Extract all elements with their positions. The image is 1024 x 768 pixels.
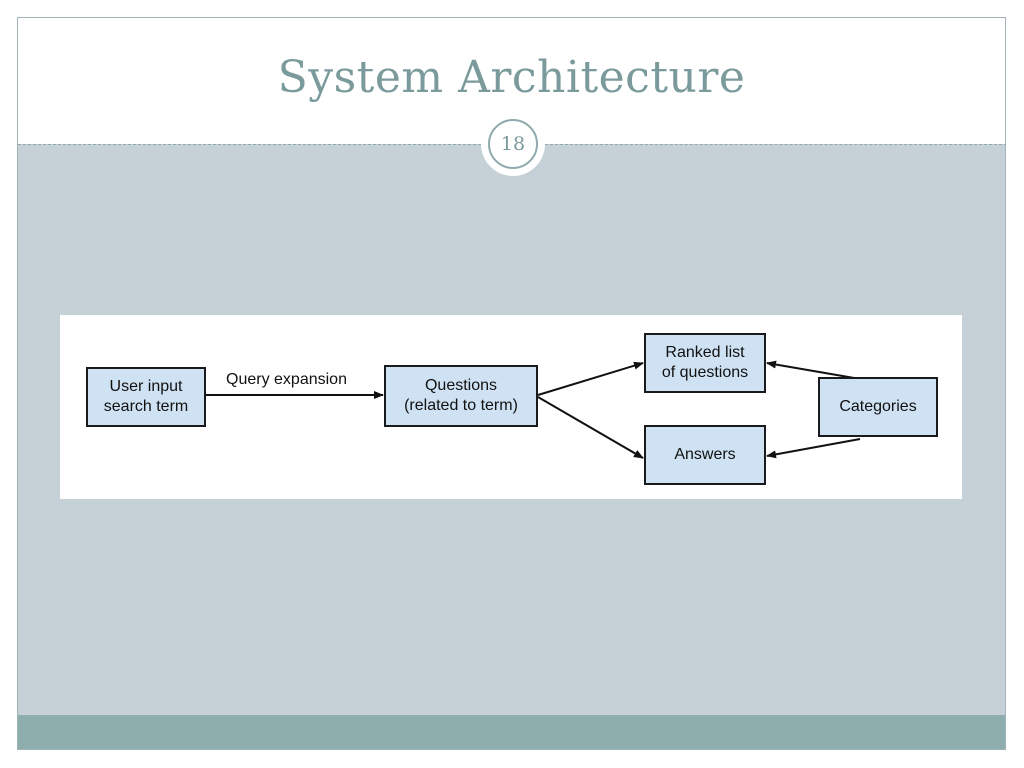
title-divider-left [18,144,481,145]
page-number-badge: 18 [481,112,545,176]
footer-bar [18,715,1005,749]
slide-title: System Architecture [277,52,746,103]
slide: System Architecture 18 User input search… [17,17,1006,750]
architecture-diagram: User input search term Query expansion Q… [60,315,962,499]
diagram-connectors [205,360,861,459]
page-number: 18 [488,119,538,169]
arrow-categories-to-answers [766,438,861,459]
node-categories: Categories [818,377,938,437]
arrow-questions-to-ranked-list [537,361,644,396]
arrow-questions-to-answers [537,396,644,459]
node-ranked-list: Ranked list of questions [644,333,766,393]
edge-label-query-expansion: Query expansion [226,371,347,388]
title-divider-right [545,144,1005,145]
node-user-input: User input search term [86,367,206,427]
arrow-categories-to-ranked-list [766,360,861,380]
node-answers: Answers [644,425,766,485]
node-questions: Questions (related to term) [384,365,538,427]
